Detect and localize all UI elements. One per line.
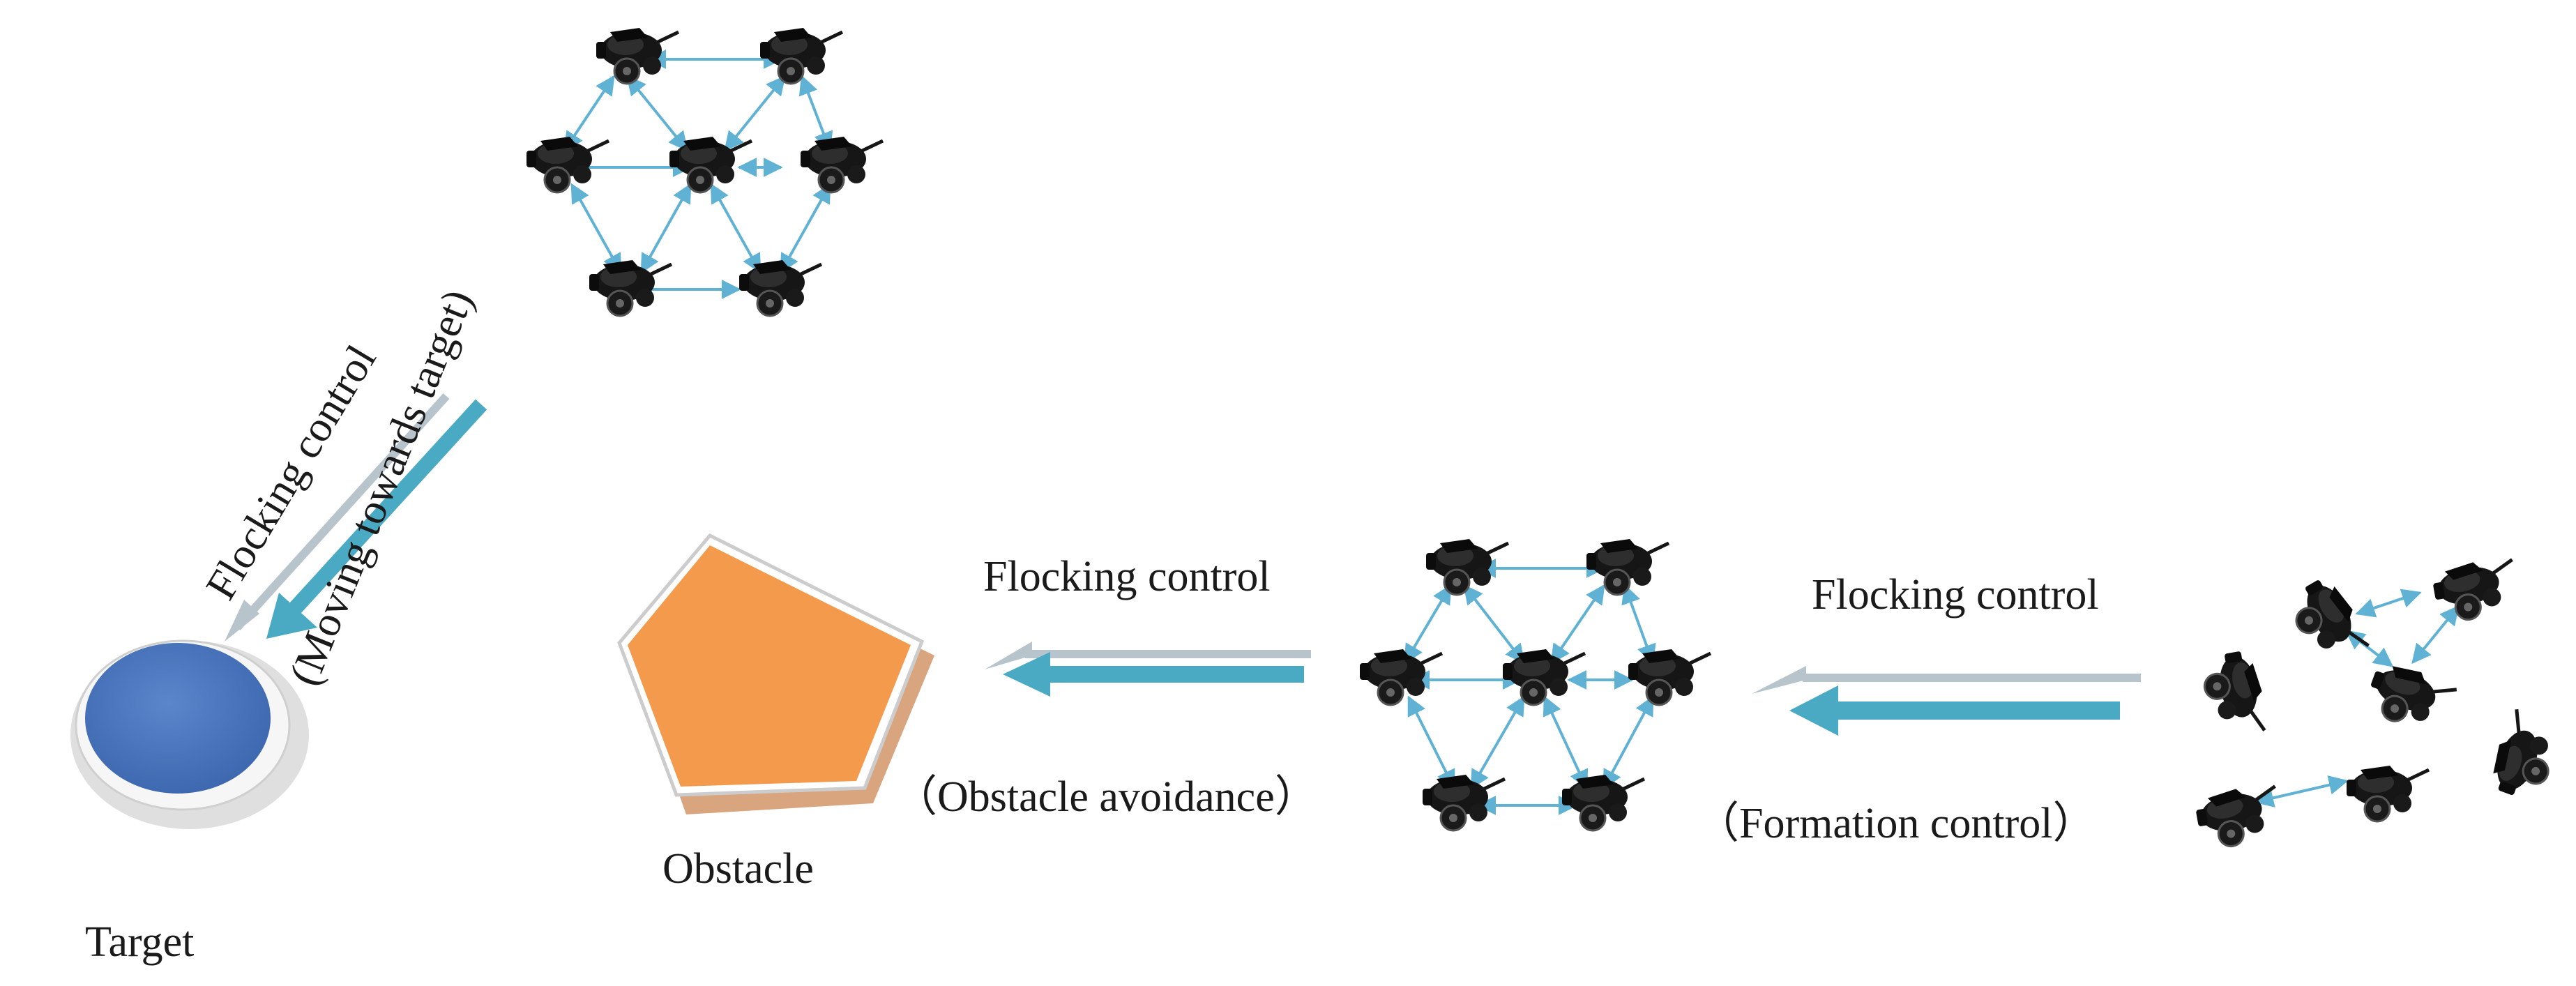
robot-icon xyxy=(2193,782,2284,851)
arrow-formation xyxy=(1752,666,2141,736)
robot-icon xyxy=(2430,556,2521,625)
label-flocking-control-formation: Flocking control xyxy=(1812,571,2099,619)
robot-icon xyxy=(2347,766,2429,821)
robot-icon xyxy=(760,28,842,84)
robot-icon xyxy=(596,28,679,84)
robot-icon xyxy=(2282,572,2372,672)
arrow-to-obstacle xyxy=(985,642,1311,697)
arrow-to-target xyxy=(225,393,487,642)
label-flocking-control-obstacle: Flocking control xyxy=(983,553,1271,600)
robot-icon xyxy=(1360,649,1442,705)
pentagon-obstacle-icon xyxy=(617,533,934,814)
flock-middle xyxy=(1360,539,1711,830)
robots-scattered xyxy=(2193,556,2565,851)
robot-icon xyxy=(1628,649,1711,705)
label-formation-control: （Formation control） xyxy=(1696,800,2096,847)
target-icon xyxy=(70,639,309,829)
robot-icon xyxy=(2362,658,2458,738)
robot-icon xyxy=(2199,649,2268,739)
robot-icon xyxy=(1503,649,1585,705)
robot-icon xyxy=(1586,539,1669,595)
label-obstacle-avoidance: （Obstacle avoidance） xyxy=(894,773,1318,821)
flock-top xyxy=(526,28,883,316)
label-obstacle: Obstacle xyxy=(662,845,814,893)
robot-icon xyxy=(739,260,821,316)
label-target: Target xyxy=(85,918,195,966)
robot-icon xyxy=(526,137,609,192)
flock-middle-links xyxy=(1404,559,1656,815)
robot-icon xyxy=(2485,708,2566,804)
robot-icon xyxy=(1562,775,1644,830)
robot-icon xyxy=(801,137,883,192)
robot-icon xyxy=(1423,775,1505,830)
